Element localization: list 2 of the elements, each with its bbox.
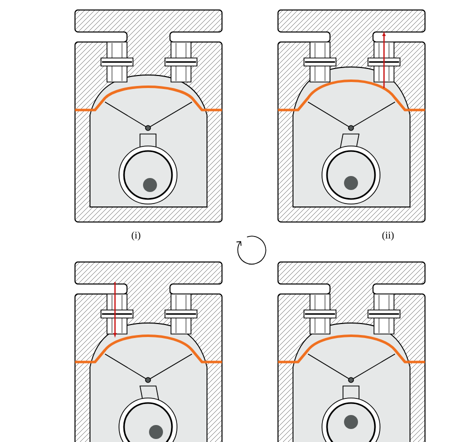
panel-label: (ii) [382,231,394,241]
panel-label: (i) [132,231,140,241]
